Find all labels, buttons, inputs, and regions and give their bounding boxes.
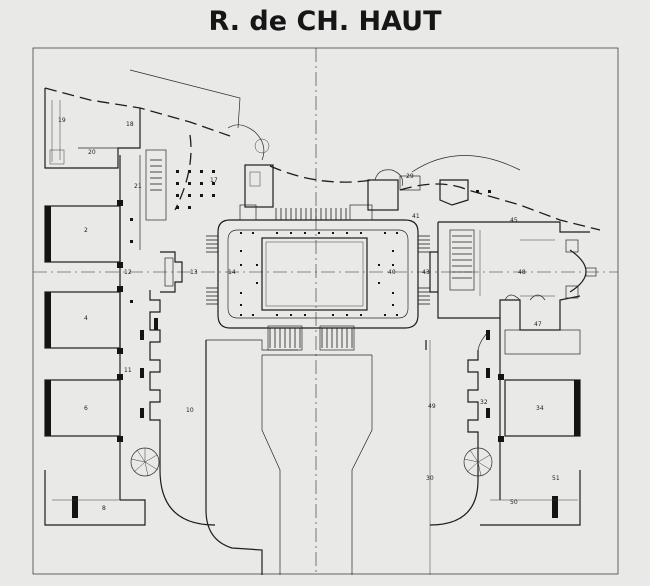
room-label: 11 [124, 367, 132, 374]
room-label: 18 [126, 121, 134, 128]
room-label: 43 [422, 269, 430, 276]
room-label: 12 [124, 269, 132, 276]
room-label: 30 [426, 475, 434, 482]
plan-title: R. de CH. HAUT [208, 6, 442, 37]
room-label: 20 [88, 149, 96, 156]
room-label: 47 [534, 321, 542, 328]
room-label: 4 [84, 315, 88, 322]
left-perimeter-dashed [44, 87, 231, 137]
room-label: 6 [84, 405, 88, 412]
room-label: 29 [406, 173, 414, 180]
left-wing [44, 88, 274, 526]
room-label: 14 [228, 269, 236, 276]
right-wing [367, 169, 597, 526]
room-label: 8 [102, 505, 106, 512]
room-label: 49 [428, 403, 436, 410]
right-perimeter-dashed [399, 183, 601, 231]
room-label: 45 [510, 217, 518, 224]
room-label: 34 [536, 405, 544, 412]
room-label: 21 [134, 183, 142, 190]
room-label: 32 [480, 399, 488, 406]
room-label: 50 [510, 499, 518, 506]
room-label: 17 [210, 177, 218, 184]
room-label: 51 [552, 475, 560, 482]
sheet-border [32, 47, 619, 575]
room-label: 10 [186, 407, 194, 414]
central-court [205, 204, 431, 575]
room-labels: 2 4 6 8 10 11 12 13 14 17 18 19 20 21 29… [58, 117, 560, 512]
room-label: 41 [412, 213, 420, 220]
room-label: 40 [388, 269, 396, 276]
central-perimeter-dashed [269, 165, 373, 183]
room-label: 13 [190, 269, 198, 276]
room-label: 19 [58, 117, 66, 124]
room-label: 48 [518, 269, 526, 276]
room-label: 2 [84, 227, 88, 234]
